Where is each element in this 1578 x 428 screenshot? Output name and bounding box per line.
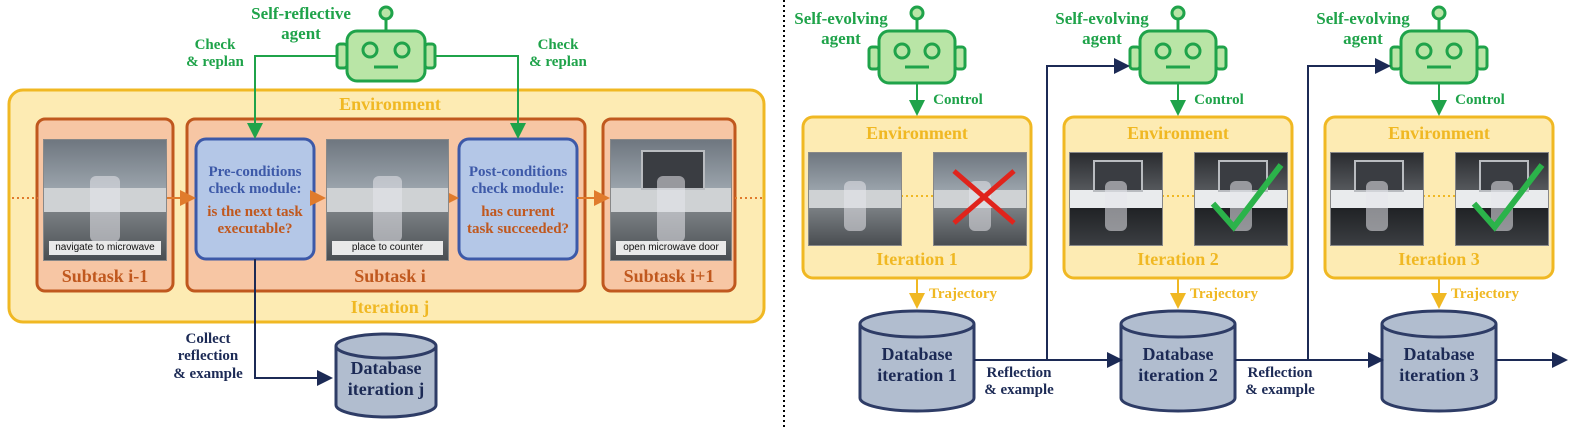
trajectory-label-1: Trajectory <box>928 286 997 302</box>
database-label-3: Database iteration 3 <box>1399 344 1479 385</box>
subtask-cur-label: Subtask i <box>354 266 426 286</box>
scene-caption: place to counter <box>331 241 444 256</box>
iteration-label-1: Iteration 1 <box>876 249 958 269</box>
collect-reflection-label: Collect reflection & example <box>173 331 243 382</box>
trajectory-label-2: Trajectory <box>1189 286 1258 302</box>
pre-conditions-question: is the next task executable? <box>207 204 303 238</box>
database-cylinder-1 <box>858 309 976 413</box>
check-replan-label-right: Check & replan <box>529 37 587 71</box>
scene-image-navigate: navigate to microwave <box>43 139 167 261</box>
subtask-next-label: Subtask i+1 <box>623 266 715 286</box>
database-label-1: Database iteration 1 <box>877 344 957 385</box>
database-cylinder-3 <box>1380 309 1498 413</box>
robot-icon-3 <box>1389 5 1489 85</box>
environment-label-2: Environment <box>1127 123 1229 143</box>
scene-after-2 <box>1194 152 1288 246</box>
control-label-2: Control <box>1194 92 1244 108</box>
self-reflective-agent-label: Self-reflective agent <box>251 4 351 43</box>
post-conditions-module <box>457 137 579 261</box>
environment-label-1: Environment <box>866 123 968 143</box>
robot-icon-1 <box>867 5 967 85</box>
collect-arrow <box>254 259 333 386</box>
database-cylinder-left <box>334 332 438 419</box>
iteration-label-3: Iteration 3 <box>1398 249 1480 269</box>
pre-conditions-module <box>194 137 316 261</box>
environment-label-3: Environment <box>1388 123 1490 143</box>
check-replan-arrow-left <box>247 55 345 139</box>
feedback-arrow-2 <box>1307 58 1391 360</box>
check-replan-label-left: Check & replan <box>186 37 244 71</box>
reflection-label-2: Reflection & example <box>1245 365 1315 399</box>
post-conditions-question: has current task succeeded? <box>466 204 570 238</box>
self-evolving-agent-label-3: Self-evolving agent <box>1316 9 1410 48</box>
trajectory-label-3: Trajectory <box>1450 286 1519 302</box>
iteration-label-2: Iteration 2 <box>1137 249 1219 269</box>
scene-caption: open microwave door <box>615 241 727 256</box>
self-evolving-agent-label-2: Self-evolving agent <box>1055 9 1149 48</box>
check-replan-arrow-right <box>430 55 526 139</box>
feedback-arrow-1 <box>1046 58 1130 360</box>
iteration-j-label: Iteration j <box>350 297 430 317</box>
database-label-left: Database iteration j <box>347 358 425 399</box>
success-check-icon <box>1471 163 1545 232</box>
scene-before-2 <box>1069 152 1163 246</box>
control-label-3: Control <box>1455 92 1505 108</box>
scene-image-place: place to counter <box>326 139 449 261</box>
environment-label: Environment <box>339 94 441 114</box>
self-evolving-agent-label-1: Self-evolving agent <box>794 9 888 48</box>
reflection-label-1: Reflection & example <box>984 365 1054 399</box>
scene-before-3 <box>1330 152 1424 246</box>
pre-conditions-title: Pre-conditions check module: <box>208 164 302 198</box>
subtask-prev-label: Subtask i-1 <box>61 266 149 286</box>
success-check-icon <box>1210 163 1284 232</box>
database-cylinder-2 <box>1119 309 1237 413</box>
scene-after-3 <box>1455 152 1549 246</box>
post-conditions-title: Post-conditions check module: <box>468 164 568 198</box>
scene-image-open-door: open microwave door <box>610 139 732 261</box>
database-label-2: Database iteration 2 <box>1138 344 1218 385</box>
robot-icon-left <box>335 5 437 83</box>
scene-caption: navigate to microwave <box>48 241 162 256</box>
scene-after-1 <box>933 152 1027 246</box>
scene-before-1 <box>808 152 902 246</box>
fail-cross-icon <box>952 169 1016 225</box>
control-label-1: Control <box>933 92 983 108</box>
